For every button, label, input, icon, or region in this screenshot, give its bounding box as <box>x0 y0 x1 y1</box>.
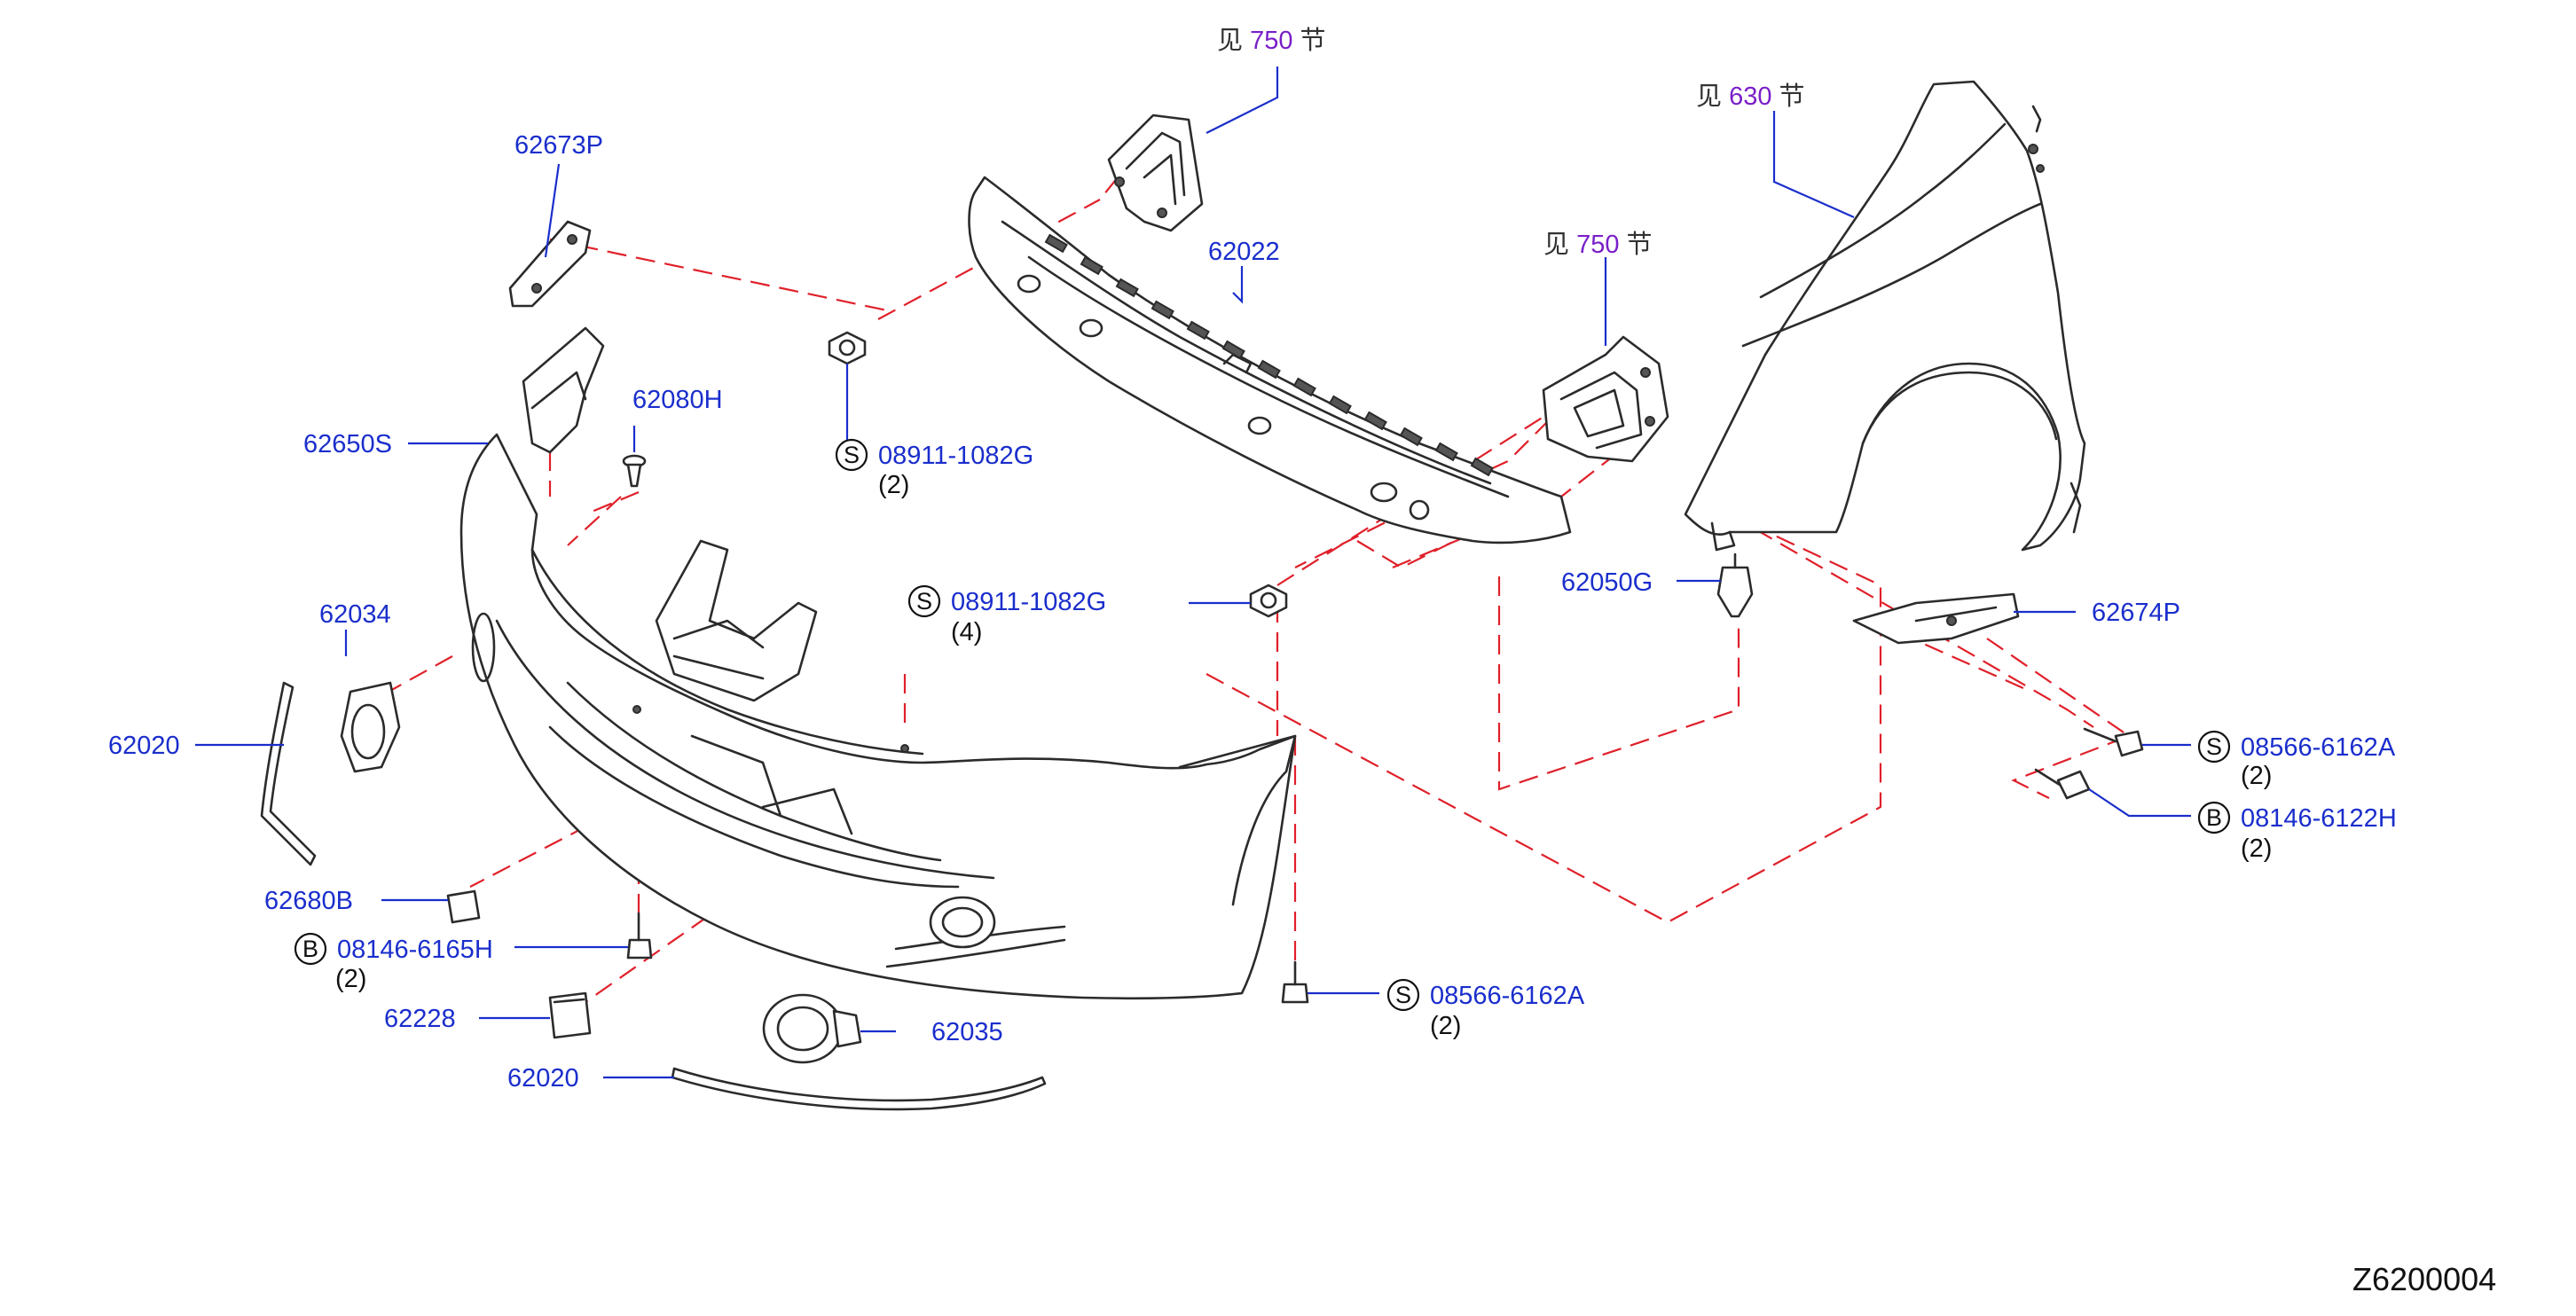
bolt-08146-left-drawing <box>626 912 653 960</box>
qty-08146-left: (2) <box>335 965 366 993</box>
nut-lower-drawing <box>1249 584 1288 618</box>
marker-s: S <box>2206 733 2222 760</box>
reference-label-750-top: 见 750 节 <box>1217 26 1326 55</box>
bracket-62673p-drawing <box>508 220 592 308</box>
nut-upper-drawing <box>828 331 867 365</box>
clip-62080h-drawing <box>622 454 647 488</box>
part-label-62020-lower[interactable]: 62020 <box>507 1064 579 1093</box>
part-label-62650s[interactable]: 62650S <box>303 430 392 458</box>
part-label-62080h[interactable]: 62080H <box>632 386 723 414</box>
cap-62228-drawing <box>548 991 592 1039</box>
marker-b: B <box>302 936 318 962</box>
upper-bracket-right-drawing <box>1542 335 1669 463</box>
bracket-62674p-drawing <box>1852 592 2020 645</box>
part-label-62674p[interactable]: 62674P <box>2092 599 2180 627</box>
part-callout-08566-lower[interactable]: S 08566-6162A (2) <box>1386 978 1585 1040</box>
part-label-08566-6162a-right[interactable]: 08566-6162A <box>2241 733 2396 762</box>
part-label-62020-left[interactable]: 62020 <box>108 732 180 760</box>
marker-s: S <box>1395 982 1411 1008</box>
marker-b: B <box>2206 804 2222 831</box>
qty-08911-lower: (4) <box>951 618 982 646</box>
part-callout-08911-upper[interactable]: S 08911-1082G (2) <box>835 438 1033 499</box>
molding-left-drawing <box>260 681 317 866</box>
part-label-08911-1082g-upper[interactable]: 08911-1082G <box>878 442 1033 470</box>
part-label-62050g[interactable]: 62050G <box>1561 568 1653 597</box>
reference-label-630: 见 630 节 <box>1696 82 1805 111</box>
side-bracket-drawing <box>522 326 605 454</box>
diagram-code: Z6200004 <box>2352 1261 2496 1297</box>
screw-08566-right-drawing <box>2083 727 2144 757</box>
reference-label-750-right: 见 750 节 <box>1543 230 1653 259</box>
part-callout-08566-right[interactable]: S 08566-6162A (2) <box>2197 730 2396 790</box>
part-callout-08146-right[interactable]: B 08146-6122H (2) <box>2197 801 2397 863</box>
qty-08146-right: (2) <box>2241 834 2272 863</box>
bolt-08146-right-drawing <box>2034 768 2091 800</box>
fender-drawing <box>1684 80 2086 552</box>
qty-08566-right: (2) <box>2241 762 2272 790</box>
part-label-62035[interactable]: 62035 <box>931 1018 1003 1046</box>
grille-drawing <box>655 539 818 702</box>
part-label-62228[interactable]: 62228 <box>384 1005 456 1033</box>
plate-62680b-drawing <box>446 889 481 924</box>
leader-lines <box>195 67 2191 1079</box>
part-label-62034[interactable]: 62034 <box>319 600 391 629</box>
part-label-08146-6122h[interactable]: 08146-6122H <box>2241 804 2397 833</box>
part-callout-08146-left[interactable]: B 08146-6165H (2) <box>294 932 493 993</box>
upper-bracket-left-drawing <box>1107 114 1204 232</box>
reinforcement-beam-drawing <box>968 176 1572 544</box>
fog-lamp-62035-drawing <box>762 993 862 1064</box>
qty-08911-upper: (2) <box>878 471 909 499</box>
part-label-62680b[interactable]: 62680B <box>264 887 353 915</box>
bezel-62034-drawing <box>340 681 401 773</box>
part-label-08566-6162a-lower[interactable]: 08566-6162A <box>1430 982 1585 1010</box>
qty-08566-lower: (2) <box>1430 1012 1461 1040</box>
screw-08566-lower-drawing <box>1281 960 1309 1004</box>
part-callout-08911-lower[interactable]: S 08911-1082G (4) <box>907 584 1106 646</box>
part-label-08146-6165h[interactable]: 08146-6165H <box>337 936 493 964</box>
part-label-62673p[interactable]: 62673P <box>514 131 603 160</box>
marker-s: S <box>844 442 860 468</box>
part-label-62022[interactable]: 62022 <box>1208 238 1280 266</box>
marker-s: S <box>916 588 932 615</box>
part-label-08911-1082g-lower[interactable]: 08911-1082G <box>951 588 1106 616</box>
clip-62050g-drawing <box>1716 552 1754 618</box>
bumper-fascia-drawing <box>459 433 1297 1000</box>
molding-lower-drawing <box>671 1067 1047 1111</box>
